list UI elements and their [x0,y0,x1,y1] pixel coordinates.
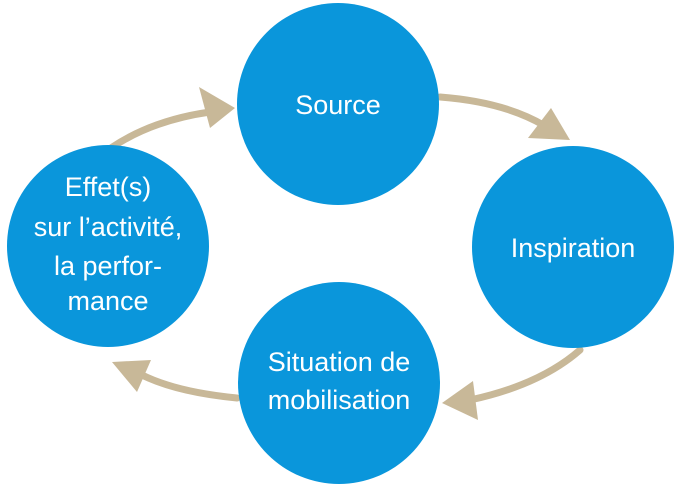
node-source-label: Source [295,90,381,120]
node-effets-circle [7,145,209,347]
arrow-inspiration-to-situation [466,346,584,404]
arrowhead-to-situation [442,381,478,420]
arrow-situation-to-effets [136,370,241,402]
arrowhead-to-inspiration [528,108,570,140]
node-source: Source [237,3,439,205]
node-effets-label-line1: Effet(s) [65,172,152,202]
node-inspiration: Inspiration [472,146,674,348]
node-situation: Situation de mobilisation [238,282,440,484]
arrowhead-to-effets [112,360,151,392]
node-effets-label-line2: sur l’activité, [34,212,183,242]
node-source-circle [237,3,439,205]
node-effets-label-line3: la perfor- [54,251,162,281]
node-situation-label-line1: Situation de [268,347,411,377]
node-effets: Effet(s) sur l’activité, la perfor- manc… [7,145,209,347]
node-situation-circle [238,282,440,484]
arrowheads [112,87,570,420]
node-inspiration-circle [472,146,674,348]
node-effets-label-line4: mance [67,286,148,316]
node-inspiration-label: Inspiration [511,233,636,263]
node-situation-label-line2: mobilisation [268,385,411,415]
arrowhead-to-source [199,87,235,128]
arrow-source-to-inspiration [436,93,549,130]
